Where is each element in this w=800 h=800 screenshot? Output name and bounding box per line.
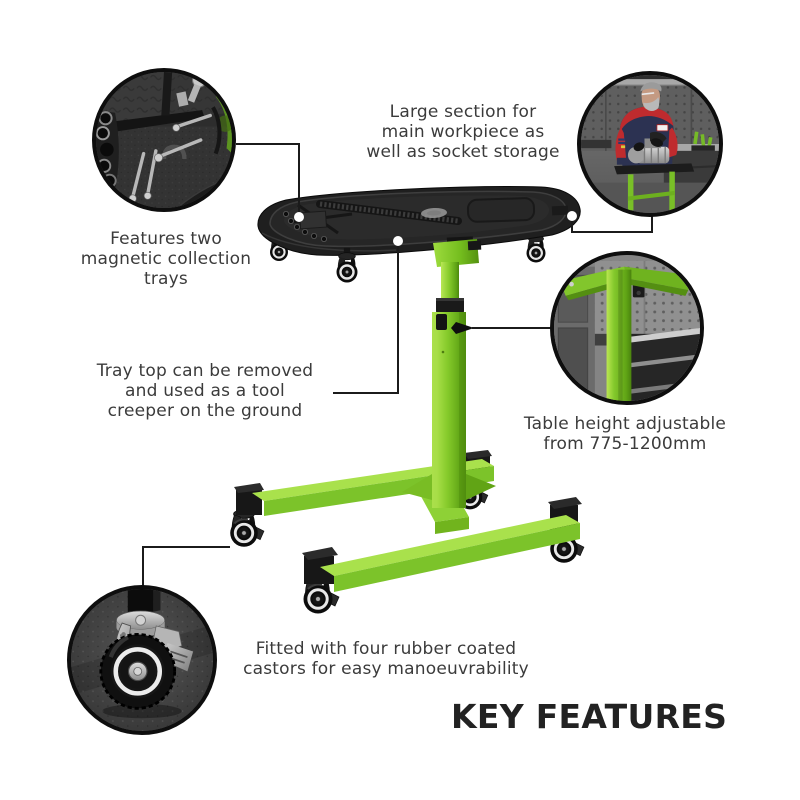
callout-image-height-adjustable bbox=[550, 251, 704, 405]
height-column bbox=[432, 236, 482, 508]
caption-line: creeper on the ground bbox=[107, 401, 303, 421]
key-features-title: KEY FEATURES bbox=[451, 697, 728, 736]
adjustment-knob bbox=[451, 322, 474, 334]
caption-line: Fitted with four rubber coated bbox=[255, 639, 517, 659]
caption-large-section: Large section for main workpiece as well… bbox=[343, 102, 583, 162]
column-photo bbox=[554, 255, 700, 401]
caption-line: magnetic collection bbox=[80, 249, 252, 269]
caption-line: Large section for bbox=[389, 102, 537, 122]
tray-top bbox=[257, 186, 581, 256]
caption-line: well as socket storage bbox=[366, 142, 560, 162]
leader-in-use bbox=[571, 215, 653, 233]
caption-line: Tray top can be removed bbox=[96, 361, 314, 381]
base-front-rail bbox=[302, 497, 586, 615]
caption-magnetic-trays: Features two magnetic collection trays bbox=[46, 229, 286, 289]
callout-image-in-use bbox=[577, 71, 723, 217]
caption-line: castors for easy manoeuvrability bbox=[243, 659, 529, 679]
leader-magnetic-trays bbox=[236, 143, 300, 213]
caption-line: trays bbox=[144, 269, 188, 289]
caption-castors: Fitted with four rubber coated castors f… bbox=[226, 639, 546, 679]
caption-line: Features two bbox=[110, 229, 222, 249]
mechanic-photo bbox=[581, 75, 719, 213]
callout-image-castors bbox=[67, 585, 217, 735]
caption-line: main workpiece as bbox=[381, 122, 545, 142]
leader-dots bbox=[294, 211, 577, 246]
caption-tool-creeper: Tray top can be removed and used as a to… bbox=[75, 361, 335, 421]
caption-line: Table height adjustable bbox=[523, 414, 727, 434]
callout-image-magnetic-trays bbox=[92, 68, 236, 212]
leader-tool-creeper bbox=[333, 245, 399, 394]
caption-line: from 775-1200mm bbox=[543, 434, 707, 454]
caption-line: and used as a tool bbox=[125, 381, 285, 401]
caption-height-adjustable: Table height adjustable from 775-1200mm bbox=[495, 414, 755, 454]
magnetic-tray-photo bbox=[96, 72, 232, 208]
castor-photo bbox=[71, 589, 213, 731]
leader-lines bbox=[142, 143, 653, 586]
leader-castors bbox=[142, 546, 230, 586]
